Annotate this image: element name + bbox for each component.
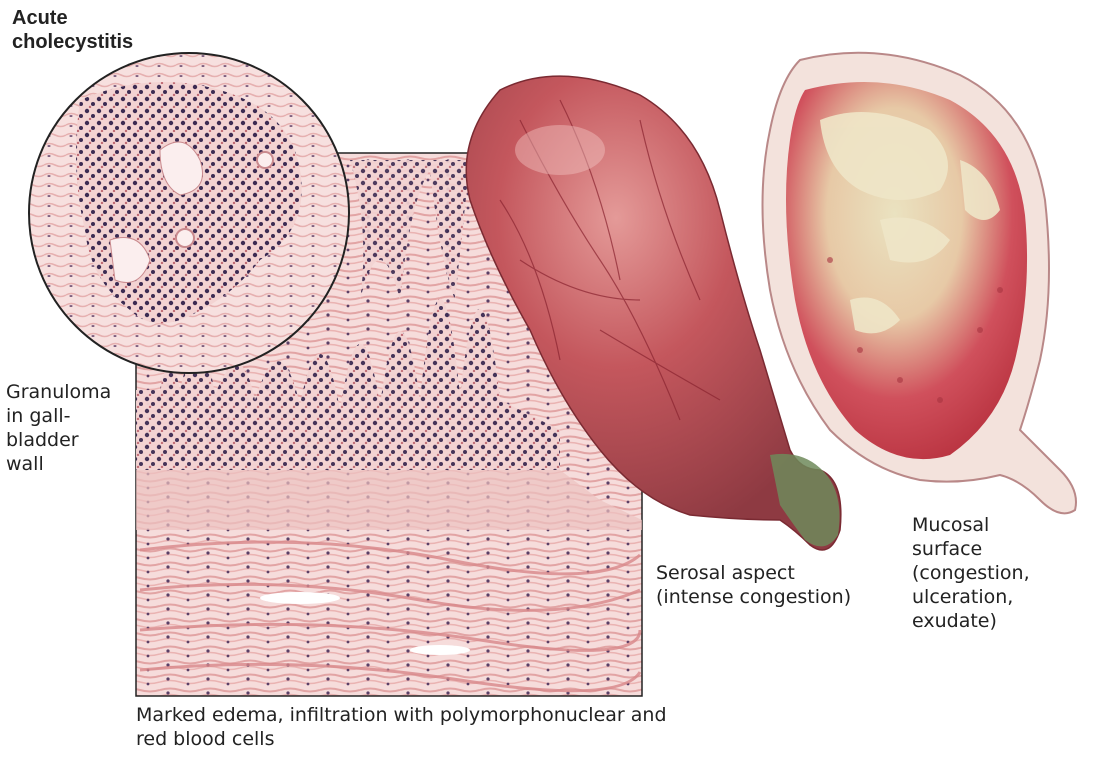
granuloma-label: Granuloma in gall- bladder wall [6,381,112,475]
mucosal-surface-label: Mucosal surface (congestion, ulceration,… [912,514,1030,632]
edema-caption: Marked edema, infiltration with polymorp… [136,704,667,750]
granuloma-magnified-circle [28,52,350,374]
figure-title: Acute cholecystitis [12,7,134,53]
serosal-aspect-label: Serosal aspect (intense congestion) [656,562,852,608]
mucosal-gallbladder [761,51,1077,515]
serosal-gallbladder [465,75,842,551]
